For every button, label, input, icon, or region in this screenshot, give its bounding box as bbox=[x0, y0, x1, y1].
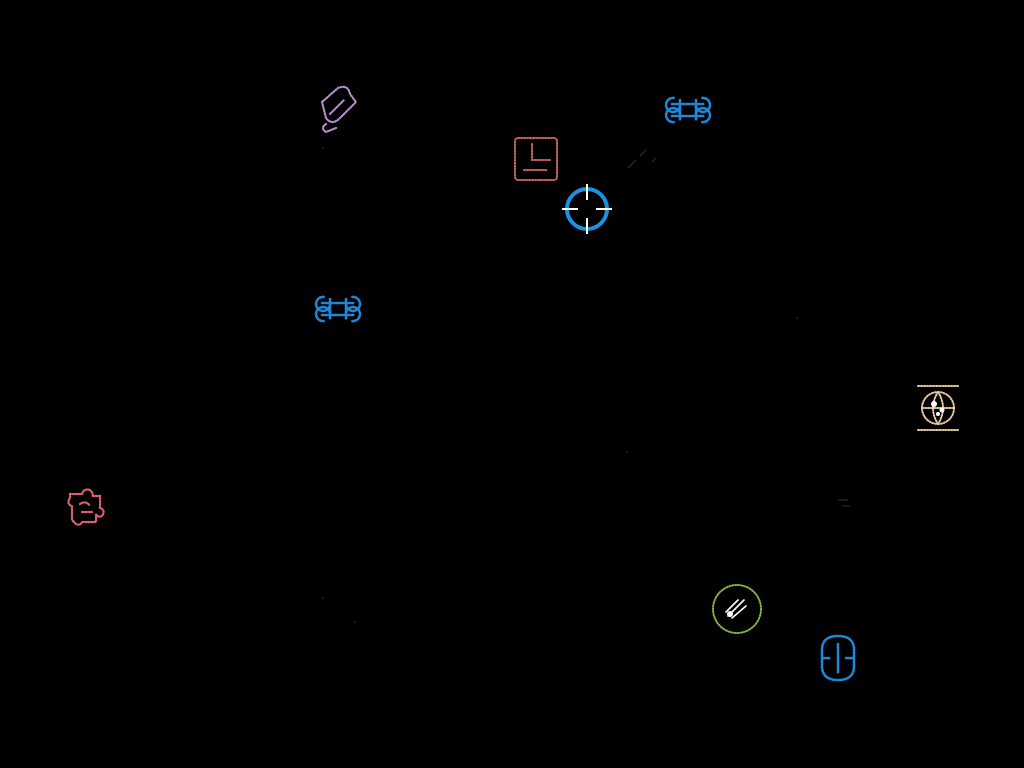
debris-specks bbox=[627, 149, 657, 169]
